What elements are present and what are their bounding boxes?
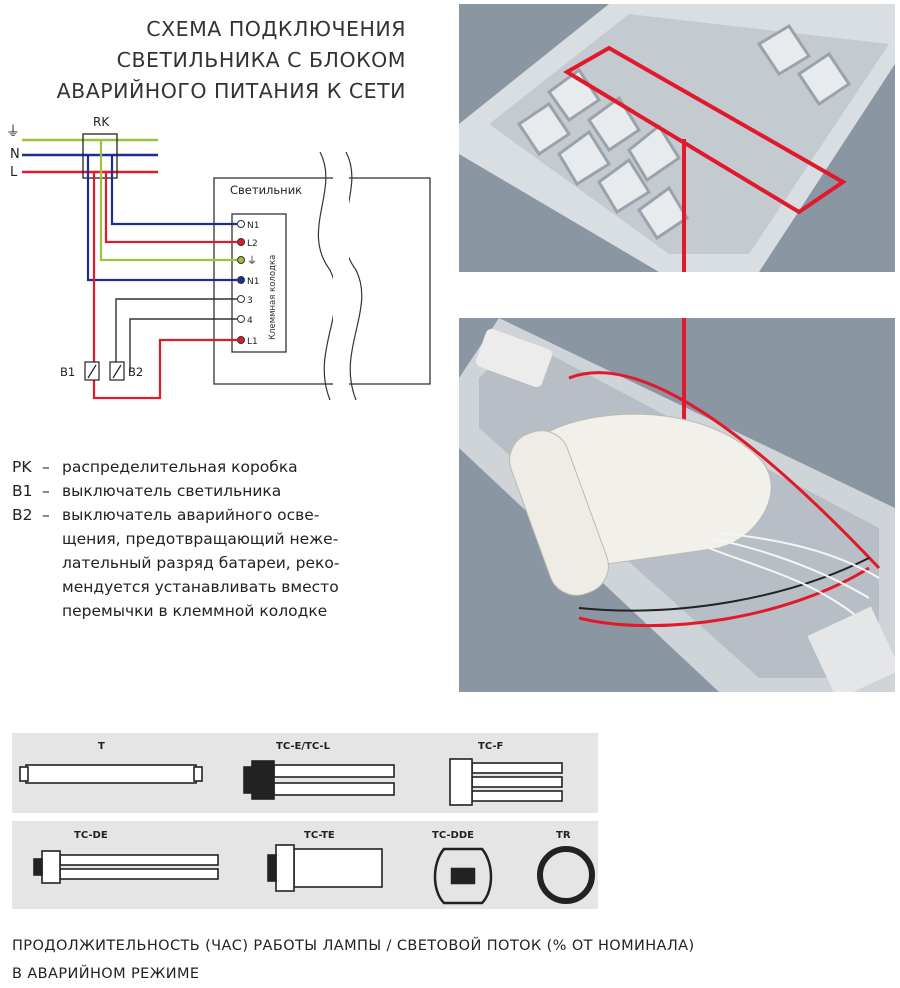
terminal-l2 [237,238,245,246]
lamp-tc-de-icon [33,850,219,884]
fixture-label: Светильник [230,183,302,197]
terminal-label-2: L2 [247,239,258,249]
highlight-frame [563,45,847,215]
legend-text: выключатель светильника [62,482,282,500]
terminal-l1 [237,336,245,344]
break-line-1 [317,151,337,401]
lamp-label-tc-e-tc-l: TC-E/TC-L [276,741,331,752]
lamp-label-tc-f: TC-F [478,741,503,752]
terminal-4 [237,315,245,323]
legend-abbr: B2 [12,506,33,524]
luminaire-photo [459,4,895,272]
wire-black-3 [115,298,237,372]
title-line-3: АВАРИЙНОГО ПИТАНИЯ К СЕТИ [56,79,406,103]
terminals: N1 L2 ⏚ N1 3 4 L1 [237,220,259,347]
terminal-n1-bottom [237,276,245,284]
emergency-unit-photo [459,318,895,692]
terminal-3 [237,295,245,303]
legend-dash: – [42,482,50,500]
terminal-block [231,213,287,353]
lamp-t-icon [19,764,203,784]
legend-abbr: PK [12,458,32,476]
wire-blue-n1-bottom [86,155,237,282]
legend-dash: – [42,458,50,476]
footer-caption: ПРОДОЛЖИТЕЛЬНОСТЬ (ЧАС) РАБОТЫ ЛАМПЫ / С… [12,932,695,988]
legend-abbr: B1 [12,482,33,500]
terminal-ground [237,256,245,264]
lamp-label-tc-de: TC-DE [74,830,108,841]
terminal-label-1: N1 [247,221,259,231]
terminal-label-4: N1 [247,277,259,287]
lamp-tc-l-icon [243,760,395,800]
legend-item: B1 – выключатель светильника [12,479,412,503]
lamp-tr-icon [537,846,595,904]
title-line-1: СХЕМА ПОДКЛЮЧЕНИЯ [146,17,406,41]
legend-text: распределительная коробка [62,458,298,476]
footer-line-2: В АВАРИЙНОМ РЕЖИМЕ [12,966,200,982]
lamp-tc-dde-icon [433,847,493,905]
wire-blue-n1-top [110,155,237,226]
wire-red-l2 [104,172,237,244]
terminal-n1-top [237,220,245,228]
lamp-label-tr: TR [556,830,571,841]
legend-dash: – [42,506,50,524]
footer-line-1: ПРОДОЛЖИТЕЛЬНОСТЬ (ЧАС) РАБОТЫ ЛАМПЫ / С… [12,938,695,954]
line-n-label: N [10,147,20,162]
terminal-label-7: L1 [247,337,258,347]
title-line-2: СВЕТИЛЬНИКА С БЛОКОМ [116,48,406,72]
wire-red-l1 [92,172,237,400]
ground-symbol: ⏚ [6,124,20,140]
switch-b1-label: B1 [60,365,75,379]
diagram-title: СХЕМА ПОДКЛЮЧЕНИЯ СВЕТИЛЬНИКА С БЛОКОМ А… [57,14,406,107]
terminal-label-5: 3 [247,296,253,306]
wiring-schematic: ⏚ N L RK Светильник Клеммная колодка N1 … [6,115,431,401]
terminal-label-6: 4 [247,316,253,326]
switch-b2-label: B2 [128,365,143,379]
lamp-label-tc-dde: TC-DDE [432,830,474,841]
lamp-types-panel: T TC-E/TC-L TC-F TC-DE TC-TE TC-DDE TR [12,733,598,909]
legend-text: выключатель аварийного осве- щения, пред… [62,506,340,620]
legend-item: PK – распределительная коробка [12,455,412,479]
legend: PK – распределительная коробка B1 – выкл… [12,455,412,623]
break-line-2 [343,151,363,401]
terminal-block-label: Клеммная колодка [268,255,278,340]
terminal-label-3: ⏚ [247,255,257,267]
rk-label: RK [93,115,110,129]
line-l-label: L [10,165,18,180]
wire-green-ground [99,140,237,262]
lamp-tc-f-icon [449,758,563,806]
wire-black-4 [129,318,237,372]
legend-item: B2 – выключатель аварийного осве- щения,… [12,503,412,623]
lamp-label-t: T [98,741,105,752]
lamp-label-tc-te: TC-TE [304,830,335,841]
lamp-tc-te-icon [267,844,383,892]
